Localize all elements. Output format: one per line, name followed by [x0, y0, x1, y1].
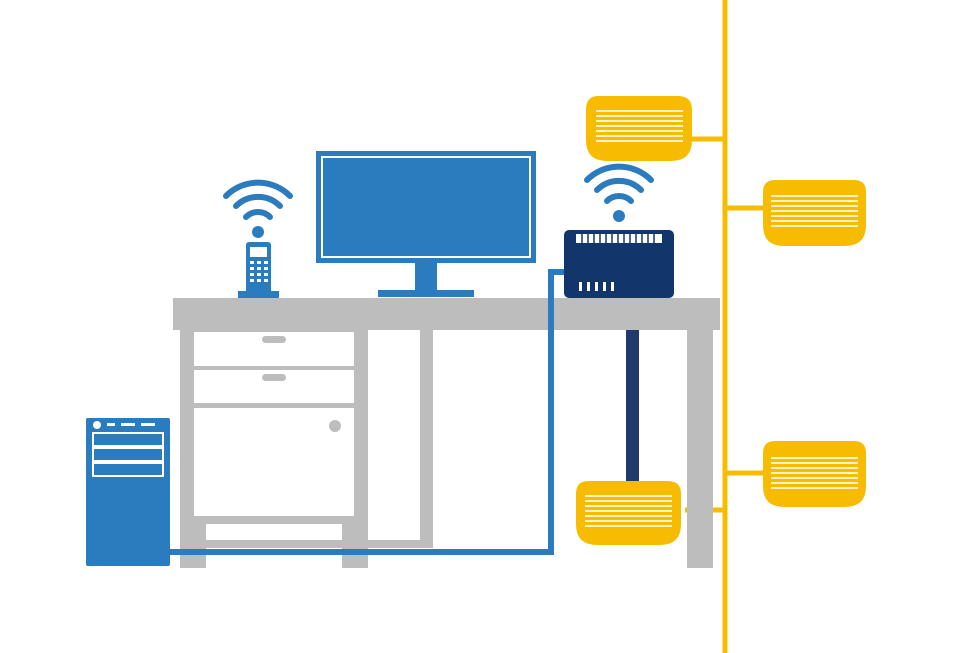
drawer-2-handle: [262, 374, 286, 381]
cabinet-door-knob: [329, 420, 341, 432]
pc-bay-3: [92, 462, 164, 477]
router-vent-slots: [581, 234, 655, 243]
pc-slot-1: [107, 423, 115, 426]
router-icon: [564, 230, 674, 298]
desk-footbar: [200, 540, 433, 548]
cordless-phone-icon: [238, 242, 279, 298]
drawer-1-handle: [262, 336, 286, 343]
pc-slot-2: [121, 423, 135, 426]
monitor-neck: [415, 263, 437, 291]
monitor-base: [378, 290, 474, 297]
desk: [173, 298, 720, 568]
cabinet-door: [194, 408, 354, 516]
adapter-top-left-lines: [596, 110, 683, 142]
pc-power-button: [93, 421, 101, 429]
desk-leg-right: [687, 328, 713, 568]
pc-tower-icon: [86, 418, 170, 566]
adapter-mid-right-lines: [771, 457, 858, 489]
router-leds: [579, 282, 614, 291]
desk-top: [173, 298, 720, 330]
pc-bay-2: [92, 447, 164, 462]
router-body: [564, 230, 674, 298]
wifi-icon-phone: [223, 179, 293, 238]
powerline-adapter-icon: [586, 96, 692, 161]
wifi-icon-router: [584, 163, 654, 222]
phone-display: [250, 247, 267, 257]
cabinet-leg-left: [180, 522, 206, 568]
monitor-bezel-line: [321, 156, 531, 258]
adapter-top-right-lines: [771, 195, 858, 227]
phone-base: [238, 291, 279, 298]
monitor-icon: [316, 151, 536, 297]
powerline-adapter-icon: [763, 180, 866, 246]
lan-cable: [168, 269, 565, 555]
phone-keypad: [250, 261, 268, 282]
adapter-top-left: [586, 96, 692, 161]
desk-leg-inner: [420, 328, 433, 548]
powerline-adapter-icon: [576, 481, 681, 545]
powerline-adapter-icon: [763, 441, 866, 507]
cabinet-leg-right: [342, 522, 368, 568]
adapter-bottom-left-lines: [585, 495, 672, 527]
monitor-frame: [316, 151, 536, 263]
adapter-bottom-left: [576, 481, 681, 545]
router-vent: [576, 234, 662, 243]
pc-bay-1: [92, 432, 164, 447]
router-to-adapter-cable: [626, 330, 639, 485]
pc-slot-3: [141, 423, 155, 426]
adapter-top-right: [763, 180, 866, 246]
